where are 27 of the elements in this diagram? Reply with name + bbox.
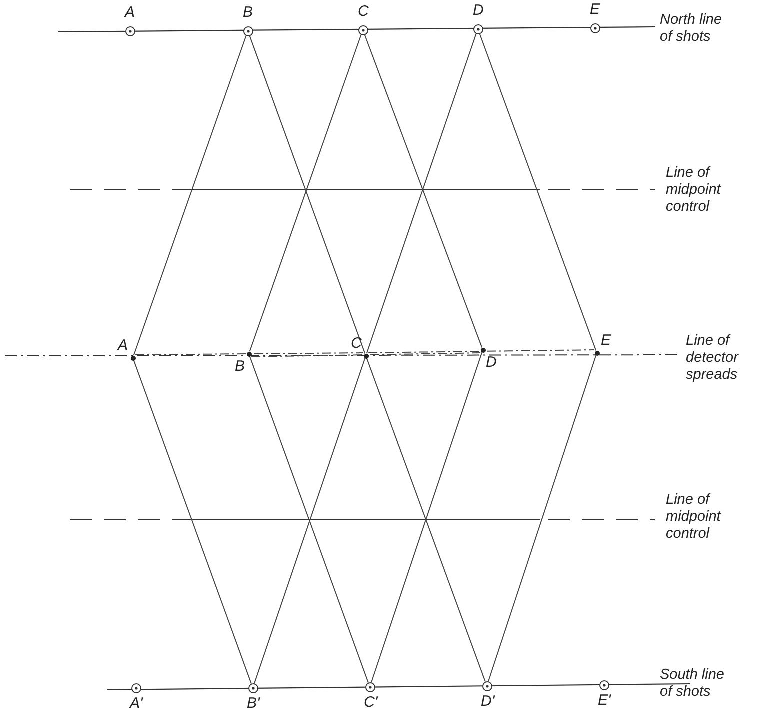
ray-path-line [133, 360, 252, 684]
point-letter: E [601, 333, 612, 349]
point-letter: D' [481, 694, 495, 710]
line-caption: Line of detector spreads [686, 333, 740, 384]
point-letter: B [235, 359, 246, 375]
point-letter: E' [598, 693, 611, 709]
point-letter: B [243, 5, 254, 21]
ray-path-line [488, 354, 597, 682]
point-letter: D [473, 3, 484, 19]
point-letter: C [358, 4, 369, 20]
point-letter: A [125, 5, 136, 21]
spread-line [134, 352, 364, 356]
ray-path-line [479, 32, 597, 352]
line-caption: South line of shots [660, 667, 726, 701]
line-caption: North line of shots [660, 12, 724, 46]
spread-line [251, 352, 482, 358]
point-letter: D [486, 355, 497, 371]
point-letter: E [590, 2, 600, 18]
ray-path-line [133, 34, 247, 356]
point-letter: A [118, 338, 128, 354]
line-caption: Line of midpoint control [666, 492, 722, 543]
point-letter: C [351, 336, 362, 352]
point-letter: A' [130, 696, 143, 712]
point-letter: B' [247, 696, 260, 712]
point-letter: C' [364, 695, 378, 711]
line-caption: Line of midpoint control [666, 165, 722, 216]
spread-line [368, 350, 595, 354]
